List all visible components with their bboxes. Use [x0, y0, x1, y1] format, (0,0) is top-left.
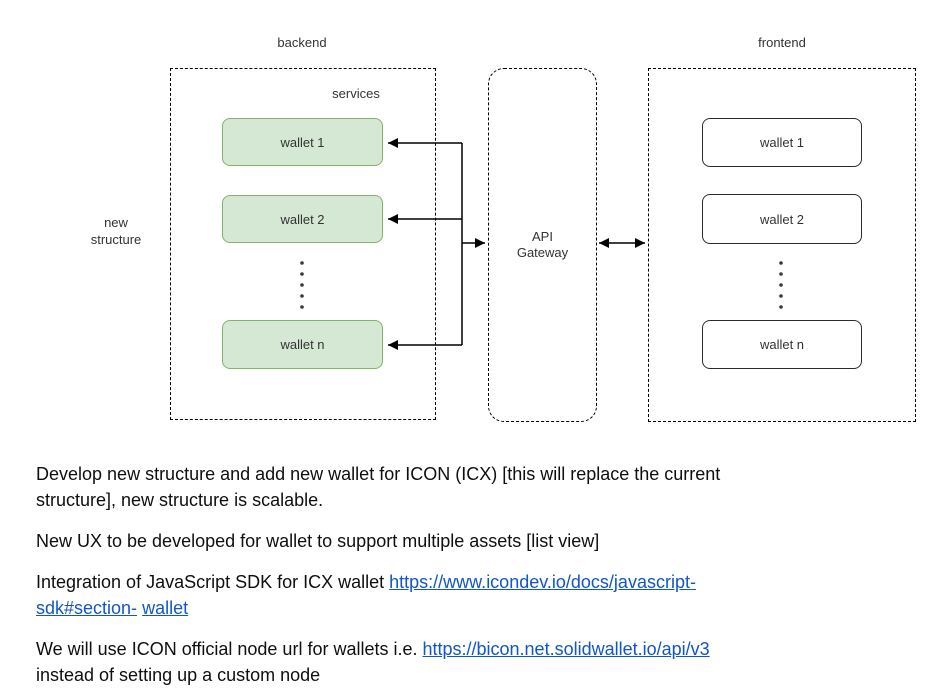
- backend-wallet-box: wallet n: [222, 320, 383, 369]
- paragraph-new-ux: New UX to be developed for wallet to sup…: [36, 528, 920, 554]
- wallet-label: wallet n: [280, 337, 325, 352]
- icondev-sdk-link[interactable]: https://www.icondev.io/docs/javascript-s…: [36, 572, 696, 618]
- backend-region: [170, 68, 436, 420]
- api-gateway-box: API Gateway: [488, 68, 597, 422]
- frontend-wallet-box: wallet n: [702, 320, 862, 369]
- paragraph-sdk-integration: Integration of JavaScript SDK for ICX wa…: [36, 569, 920, 621]
- notes: Develop new structure and add new wallet…: [36, 461, 920, 690]
- link-text: sdk#section-: [36, 598, 138, 618]
- link-text: https://www.icondev.io/docs/javascript-: [389, 572, 696, 592]
- backend-wallet-box: wallet 1: [222, 118, 383, 166]
- paragraph-text: Integration of JavaScript SDK for ICX wa…: [36, 572, 390, 592]
- wallet-label: wallet 1: [759, 135, 805, 150]
- frontend-wallet-box: wallet 2: [702, 194, 862, 244]
- icondev-wallet-link[interactable]: wallet: [142, 598, 189, 618]
- frontend-label: frontend: [758, 35, 806, 50]
- frontend-region: [648, 68, 916, 422]
- paragraph-text: We will use ICON official node url for w…: [36, 639, 423, 659]
- backend-label: backend: [277, 35, 327, 50]
- new-structure-label: new structure: [90, 215, 142, 247]
- wallet-label: wallet 1: [280, 134, 325, 150]
- paragraph-text: instead of setting up a custom node: [36, 665, 321, 685]
- paragraph-node-url: We will use ICON official node url for w…: [36, 636, 920, 688]
- frontend-wallet-box: wallet 1: [702, 118, 862, 167]
- services-label: services: [332, 86, 380, 101]
- paragraph-text: Develop new structure and add new wallet…: [36, 464, 721, 484]
- wallet-label: wallet n: [759, 337, 805, 352]
- paragraph-develop-structure: Develop new structure and add new wallet…: [36, 461, 920, 513]
- backend-wallet-box: wallet 2: [222, 195, 383, 243]
- solidwallet-node-link[interactable]: https://bicon.net.solidwallet.io/api/v3: [422, 639, 710, 659]
- paragraph-text: New UX to be developed for wallet to sup…: [36, 531, 600, 551]
- wallet-label: wallet 2: [759, 211, 805, 227]
- api-gateway-label: API Gateway: [516, 229, 569, 260]
- wallet-label: wallet 2: [280, 211, 325, 227]
- paragraph-text: structure], new structure is scalable.: [36, 490, 324, 510]
